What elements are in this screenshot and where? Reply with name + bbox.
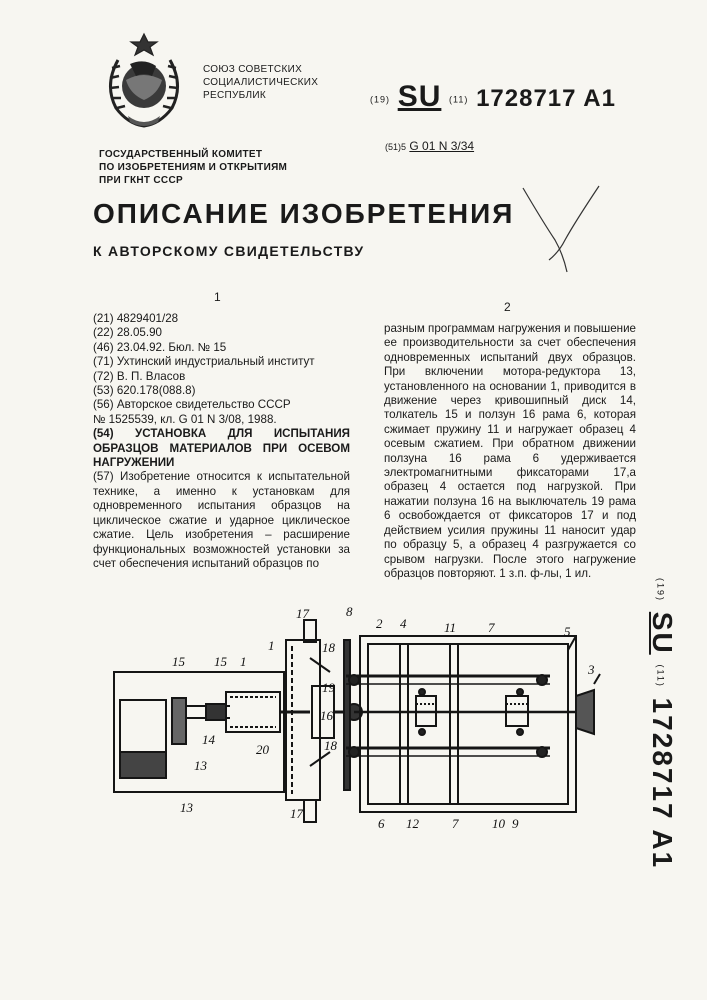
drawing-label: 13 bbox=[180, 800, 194, 815]
drawing-label: 1 bbox=[240, 654, 247, 669]
side-country: SU bbox=[647, 612, 678, 655]
bibliography: (21) 4829401/28 (22) 28.05.90 (46) 23.04… bbox=[93, 312, 350, 427]
abstract-part-1: (57) Изобретение относится к испытательн… bbox=[93, 470, 350, 571]
column-right: разным программам нагружения и повышение… bbox=[384, 322, 636, 581]
committee-line: ПРИ ГКНТ СССР bbox=[99, 174, 287, 187]
side-kind: A1 bbox=[647, 829, 678, 869]
ussr-emblem-icon bbox=[98, 30, 190, 130]
committee-line: ПО ИЗОБРЕТЕНИЯМ И ОТКРЫТИЯМ bbox=[99, 161, 287, 174]
drawing-label: 18 bbox=[322, 640, 336, 655]
column-number: 1 bbox=[214, 290, 221, 304]
drawing-label: 5 bbox=[564, 624, 571, 639]
technical-drawing: 17 8 2 4 11 7 5 1 18 3 15 15 1 19 16 14 … bbox=[110, 600, 620, 830]
document-subtitle: К АВТОРСКОМУ СВИДЕТЕЛЬСТВУ bbox=[93, 243, 364, 259]
code-11: (11) bbox=[449, 95, 468, 105]
union-line: СОЦИАЛИСТИЧЕСКИХ bbox=[203, 76, 318, 89]
committee-line: ГОСУДАРСТВЕННЫЙ КОМИТЕТ bbox=[99, 148, 287, 161]
kind-code: A1 bbox=[583, 85, 616, 112]
drawing-label: 20 bbox=[256, 742, 270, 757]
drawing-label: 2 bbox=[376, 616, 383, 631]
ipc-class: G 01 N 3/34 bbox=[409, 139, 474, 153]
drawing-label: 16 bbox=[320, 708, 334, 723]
bib-line: (22) 28.05.90 bbox=[93, 326, 350, 340]
drawing-label: 15 bbox=[172, 654, 186, 669]
ipc-code: (51)5 bbox=[385, 142, 406, 152]
drawing-label: 6 bbox=[378, 816, 385, 830]
drawing-label: 7 bbox=[488, 620, 495, 635]
bib-line: (46) 23.04.92. Бюл. № 15 bbox=[93, 341, 350, 355]
drawing-label: 8 bbox=[346, 604, 353, 619]
drawing-label: 17 bbox=[290, 806, 304, 821]
handwritten-mark bbox=[515, 182, 605, 282]
union-line: РЕСПУБЛИК bbox=[203, 89, 318, 102]
drawing-label: 7 bbox=[452, 816, 459, 830]
drawing-label: 13 bbox=[194, 758, 208, 773]
column-left: (21) 4829401/28 (22) 28.05.90 (46) 23.04… bbox=[93, 312, 350, 571]
drawing-label: 9 bbox=[512, 816, 519, 830]
crank-disk bbox=[172, 698, 186, 744]
invention-title: (54) УСТАНОВКА ДЛЯ ИСПЫТАНИЯ ОБРАЗЦОВ МА… bbox=[93, 427, 350, 470]
motor-reducer bbox=[120, 700, 166, 752]
union-line: СОЮЗ СОВЕТСКИХ bbox=[203, 63, 318, 76]
committee-name: ГОСУДАРСТВЕННЫЙ КОМИТЕТ ПО ИЗОБРЕТЕНИЯМ … bbox=[99, 148, 287, 187]
abstract-part-2: разным программам нагружения и повышение… bbox=[384, 322, 636, 581]
bib-line: (71) Ухтинский индустриальный институт bbox=[93, 355, 350, 369]
document-title: ОПИСАНИЕ ИЗОБРЕТЕНИЯ bbox=[93, 198, 514, 230]
fixator-bottom bbox=[304, 800, 316, 822]
drawing-label: 12 bbox=[406, 816, 420, 830]
drawing-label: 11 bbox=[444, 620, 456, 635]
fixator-top bbox=[304, 620, 316, 642]
union-name: СОЮЗ СОВЕТСКИХ СОЦИАЛИСТИЧЕСКИХ РЕСПУБЛИ… bbox=[203, 63, 318, 102]
drawing-label: 17 bbox=[296, 606, 310, 621]
side-publication-number: (19) SU (11) 1728717 A1 bbox=[650, 578, 678, 878]
drawing-label: 19 bbox=[322, 680, 336, 695]
column-number: 2 bbox=[504, 300, 511, 314]
country-code: SU bbox=[398, 80, 442, 113]
drawing-label: 14 bbox=[202, 732, 216, 747]
patent-number: 1728717 bbox=[476, 85, 576, 112]
side-patent-number: 1728717 bbox=[647, 698, 678, 821]
drawing-label: 1 bbox=[268, 638, 275, 653]
drawing-label: 18 bbox=[324, 738, 338, 753]
ipc-classification: (51)5 G 01 N 3/34 bbox=[385, 139, 474, 153]
side-code-11: (11) bbox=[655, 664, 665, 687]
drawing-label: 4 bbox=[400, 616, 407, 631]
bib-line: (53) 620.178(088.8) bbox=[93, 384, 350, 398]
drawing-label: 15 bbox=[214, 654, 228, 669]
bib-line: (72) В. П. Власов bbox=[93, 370, 350, 384]
bib-line: (56) Авторское свидетельство СССР bbox=[93, 398, 350, 412]
publication-number: (19) SU (11) 1728717 A1 bbox=[370, 80, 616, 114]
side-code-19: (19) bbox=[655, 578, 665, 602]
drawing-label: 3 bbox=[587, 662, 595, 677]
bib-line: (21) 4829401/28 bbox=[93, 312, 350, 326]
bib-line: № 1525539, кл. G 01 N 3/08, 1988. bbox=[93, 413, 350, 427]
drawing-label: 10 bbox=[492, 816, 506, 830]
code-19: (19) bbox=[370, 95, 390, 105]
